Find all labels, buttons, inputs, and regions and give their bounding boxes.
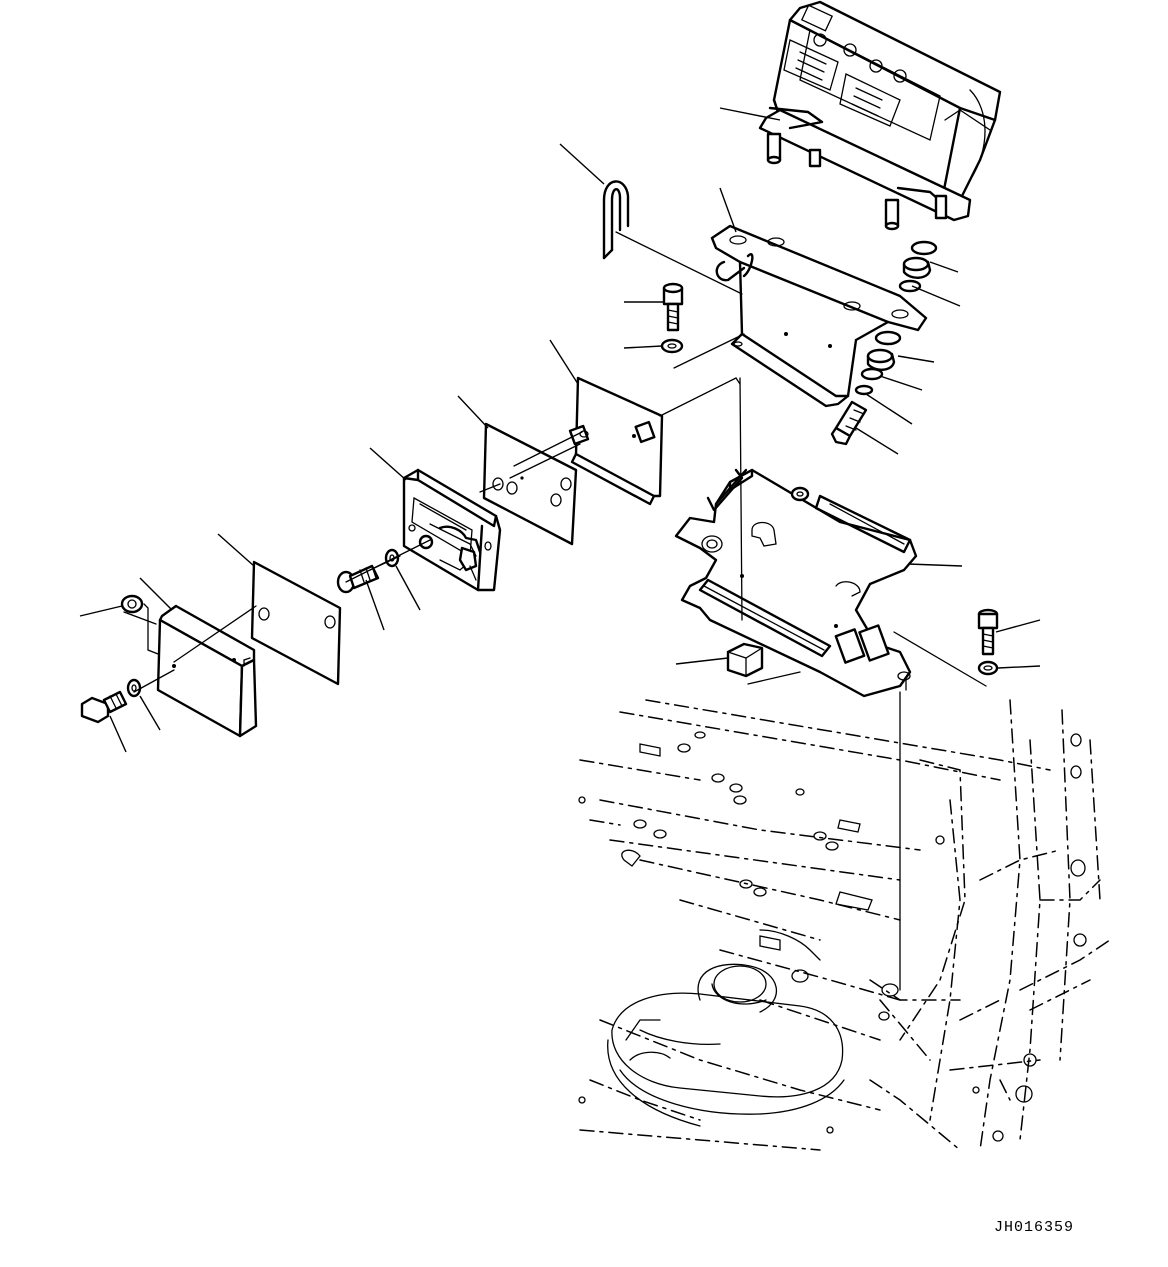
callout-leaders (79, 107, 1041, 753)
cover-washer (126, 678, 142, 698)
monitor-mount-plate (710, 224, 928, 408)
drawing-number: JH016359 (994, 1219, 1075, 1236)
mount-bolt (662, 282, 684, 332)
base-washer (977, 660, 999, 676)
assembly-lines (133, 231, 987, 991)
frame-bosses (578, 731, 1087, 1142)
spacer-plate (568, 376, 664, 506)
gasket-rear (250, 560, 342, 686)
base-plate (674, 468, 918, 698)
cover-collar (120, 594, 159, 655)
base-bolt (977, 608, 999, 656)
mount-washer (660, 338, 684, 354)
rubber-block (726, 642, 764, 678)
cab-floor-frame (579, 699, 1111, 1151)
gasket-front (482, 422, 578, 546)
control-console (607, 929, 845, 1127)
monitor-bracket (758, 106, 972, 231)
panel-bolt (336, 564, 380, 594)
mount-bolt-angled (830, 400, 868, 446)
u-pin (602, 180, 630, 260)
mount-cushions (854, 240, 938, 396)
cover (156, 604, 258, 738)
switch-panel (402, 468, 502, 592)
cover-bolt (80, 690, 128, 724)
